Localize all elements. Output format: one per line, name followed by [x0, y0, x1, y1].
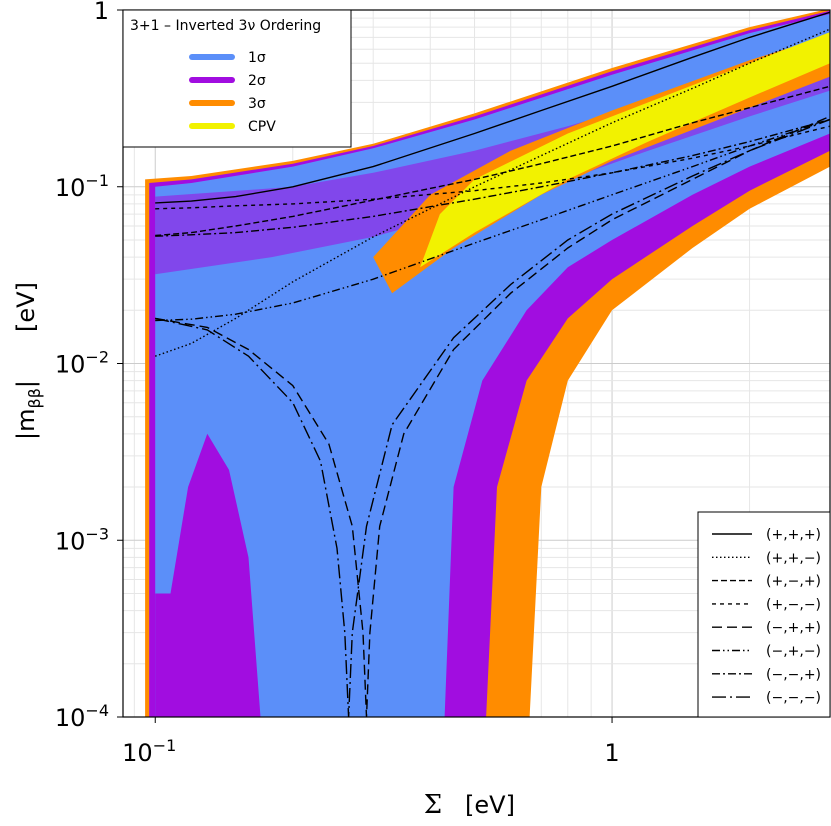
series-line-7: [155, 118, 830, 237]
x-axis-unit: [eV]: [465, 791, 515, 819]
y-axis-unit: [eV]: [12, 282, 40, 332]
color-legend-box: [122, 9, 352, 148]
line-legend-label: (+,+,−): [766, 550, 821, 566]
y-axis-close: |: [12, 380, 40, 388]
color-legend-label: CPV: [248, 119, 276, 135]
series-line-4: [155, 125, 830, 210]
x-tick-label: 10−1: [122, 736, 176, 767]
y-tick-label: 10−1: [55, 171, 109, 202]
series-line-2: [154, 28, 830, 357]
color-legend-label: 2σ: [248, 73, 266, 89]
y-axis-symbol: |m: [12, 409, 40, 440]
series-line-6: [155, 118, 830, 322]
y-tick-label: 1: [94, 0, 109, 25]
legend-title: 3+1 – Inverted 3ν Ordering: [130, 18, 321, 34]
color-legend-label: 1σ: [248, 50, 266, 66]
line-legend: (+,+,+) (+,+,−) (+,−,+) (+,−,−) (−,+,+) (−,+,…: [697, 511, 831, 718]
x-axis-symbol: Σ: [424, 790, 442, 820]
band-sigma2-inner: [155, 433, 261, 717]
line-legend-label: (−,+,+): [766, 620, 821, 636]
y-axis-title: |mββ| [eV]: [12, 282, 44, 440]
line-legend-box: [697, 511, 831, 718]
band-cpv: [420, 32, 830, 268]
y-axis-subscript: ββ: [25, 388, 44, 408]
line-legend-label: (−,−,+): [766, 667, 821, 683]
series-line-1: [155, 11, 830, 204]
line-legend-label: (+,−,+): [766, 574, 821, 590]
x-axis-title: Σ [eV]: [424, 790, 515, 820]
y-tick-label: 10−2: [55, 348, 109, 379]
confidence-bands: [145, 10, 830, 717]
axis-ticks: 10−1 1 1 10−1 10−2 10−3 10−4: [55, 0, 620, 767]
color-legend-label: 3σ: [248, 96, 266, 112]
y-tick-label: 10−4: [55, 701, 109, 732]
series-line-8: [155, 118, 830, 717]
x-tick-label: 1: [604, 739, 619, 767]
y-tick-label: 10−3: [55, 524, 109, 555]
line-legend-label: (+,+,+): [766, 527, 821, 543]
line-legend-label: (−,−,−): [766, 690, 821, 706]
line-legend-label: (−,+,−): [766, 644, 821, 660]
series-lines: [154, 11, 830, 717]
line-legend-label: (+,−,−): [766, 597, 821, 613]
series-line-3: [155, 85, 830, 237]
svg-text:|mββ|: |mββ|: [12, 380, 44, 440]
